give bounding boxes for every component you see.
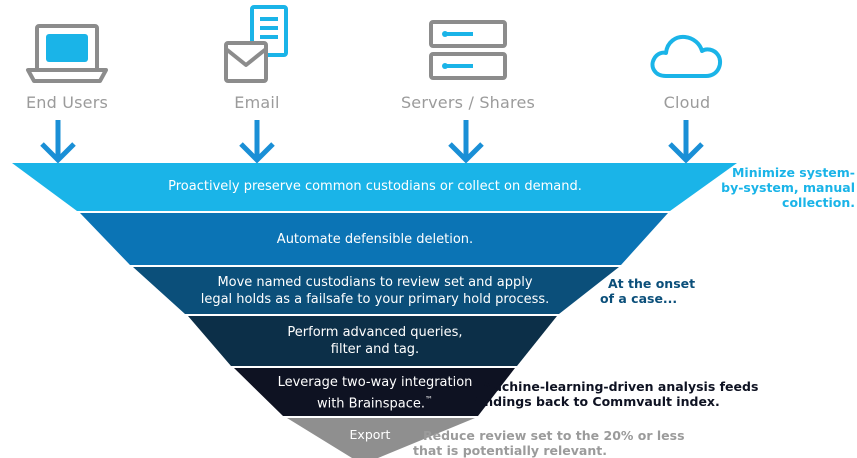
source-cloud: Cloud bbox=[612, 0, 762, 120]
source-end-users: End Users bbox=[0, 0, 142, 120]
source-label: Email bbox=[234, 93, 280, 112]
source-servers-shares: Servers / Shares bbox=[393, 0, 543, 120]
source-label: End Users bbox=[25, 93, 109, 112]
laptop-icon bbox=[26, 24, 108, 83]
funnel-stage-4-text: Perform advanced queries, filter and tag… bbox=[287, 325, 463, 357]
funnel-stage-6-text: Export bbox=[349, 427, 391, 442]
arrow-down-icon bbox=[239, 120, 275, 164]
arrow-down-icon bbox=[668, 120, 704, 164]
note-minimize: Minimize system- by-system, manual colle… bbox=[721, 165, 855, 210]
funnel-stage-1 bbox=[12, 163, 737, 211]
funnel-stage-4 bbox=[188, 316, 557, 366]
arrow-down-icon bbox=[448, 120, 484, 164]
note-onset: At the onset of a case... bbox=[600, 276, 696, 306]
funnel-stage-3-text: Move named custodians to review set and … bbox=[200, 275, 550, 307]
funnel-stage-5-text: Leverage two-way integration with Brains… bbox=[277, 375, 473, 412]
trademark-symbol: ™ bbox=[425, 395, 434, 404]
email-document-icon bbox=[224, 5, 288, 83]
cloud-icon bbox=[650, 34, 723, 78]
source-label: Servers / Shares bbox=[400, 93, 536, 112]
funnel-stage-5 bbox=[234, 368, 515, 416]
funnel-stage-2-text: Automate defensible deletion. bbox=[276, 232, 474, 247]
funnel-stage-1-text: Proactively preserve common custodians o… bbox=[168, 179, 582, 194]
note-ml: Machine-learning-driven analysis feeds f… bbox=[475, 379, 759, 409]
arrow-down-icon bbox=[40, 120, 76, 164]
server-icon bbox=[429, 20, 507, 80]
source-email: Email bbox=[182, 0, 332, 120]
funnel-stage-6 bbox=[287, 418, 475, 458]
source-label: Cloud bbox=[663, 93, 711, 112]
funnel-stage-2 bbox=[80, 213, 668, 265]
note-reduce: Reduce review set to the 20% or less tha… bbox=[413, 428, 685, 458]
funnel-stage-3 bbox=[133, 267, 619, 314]
